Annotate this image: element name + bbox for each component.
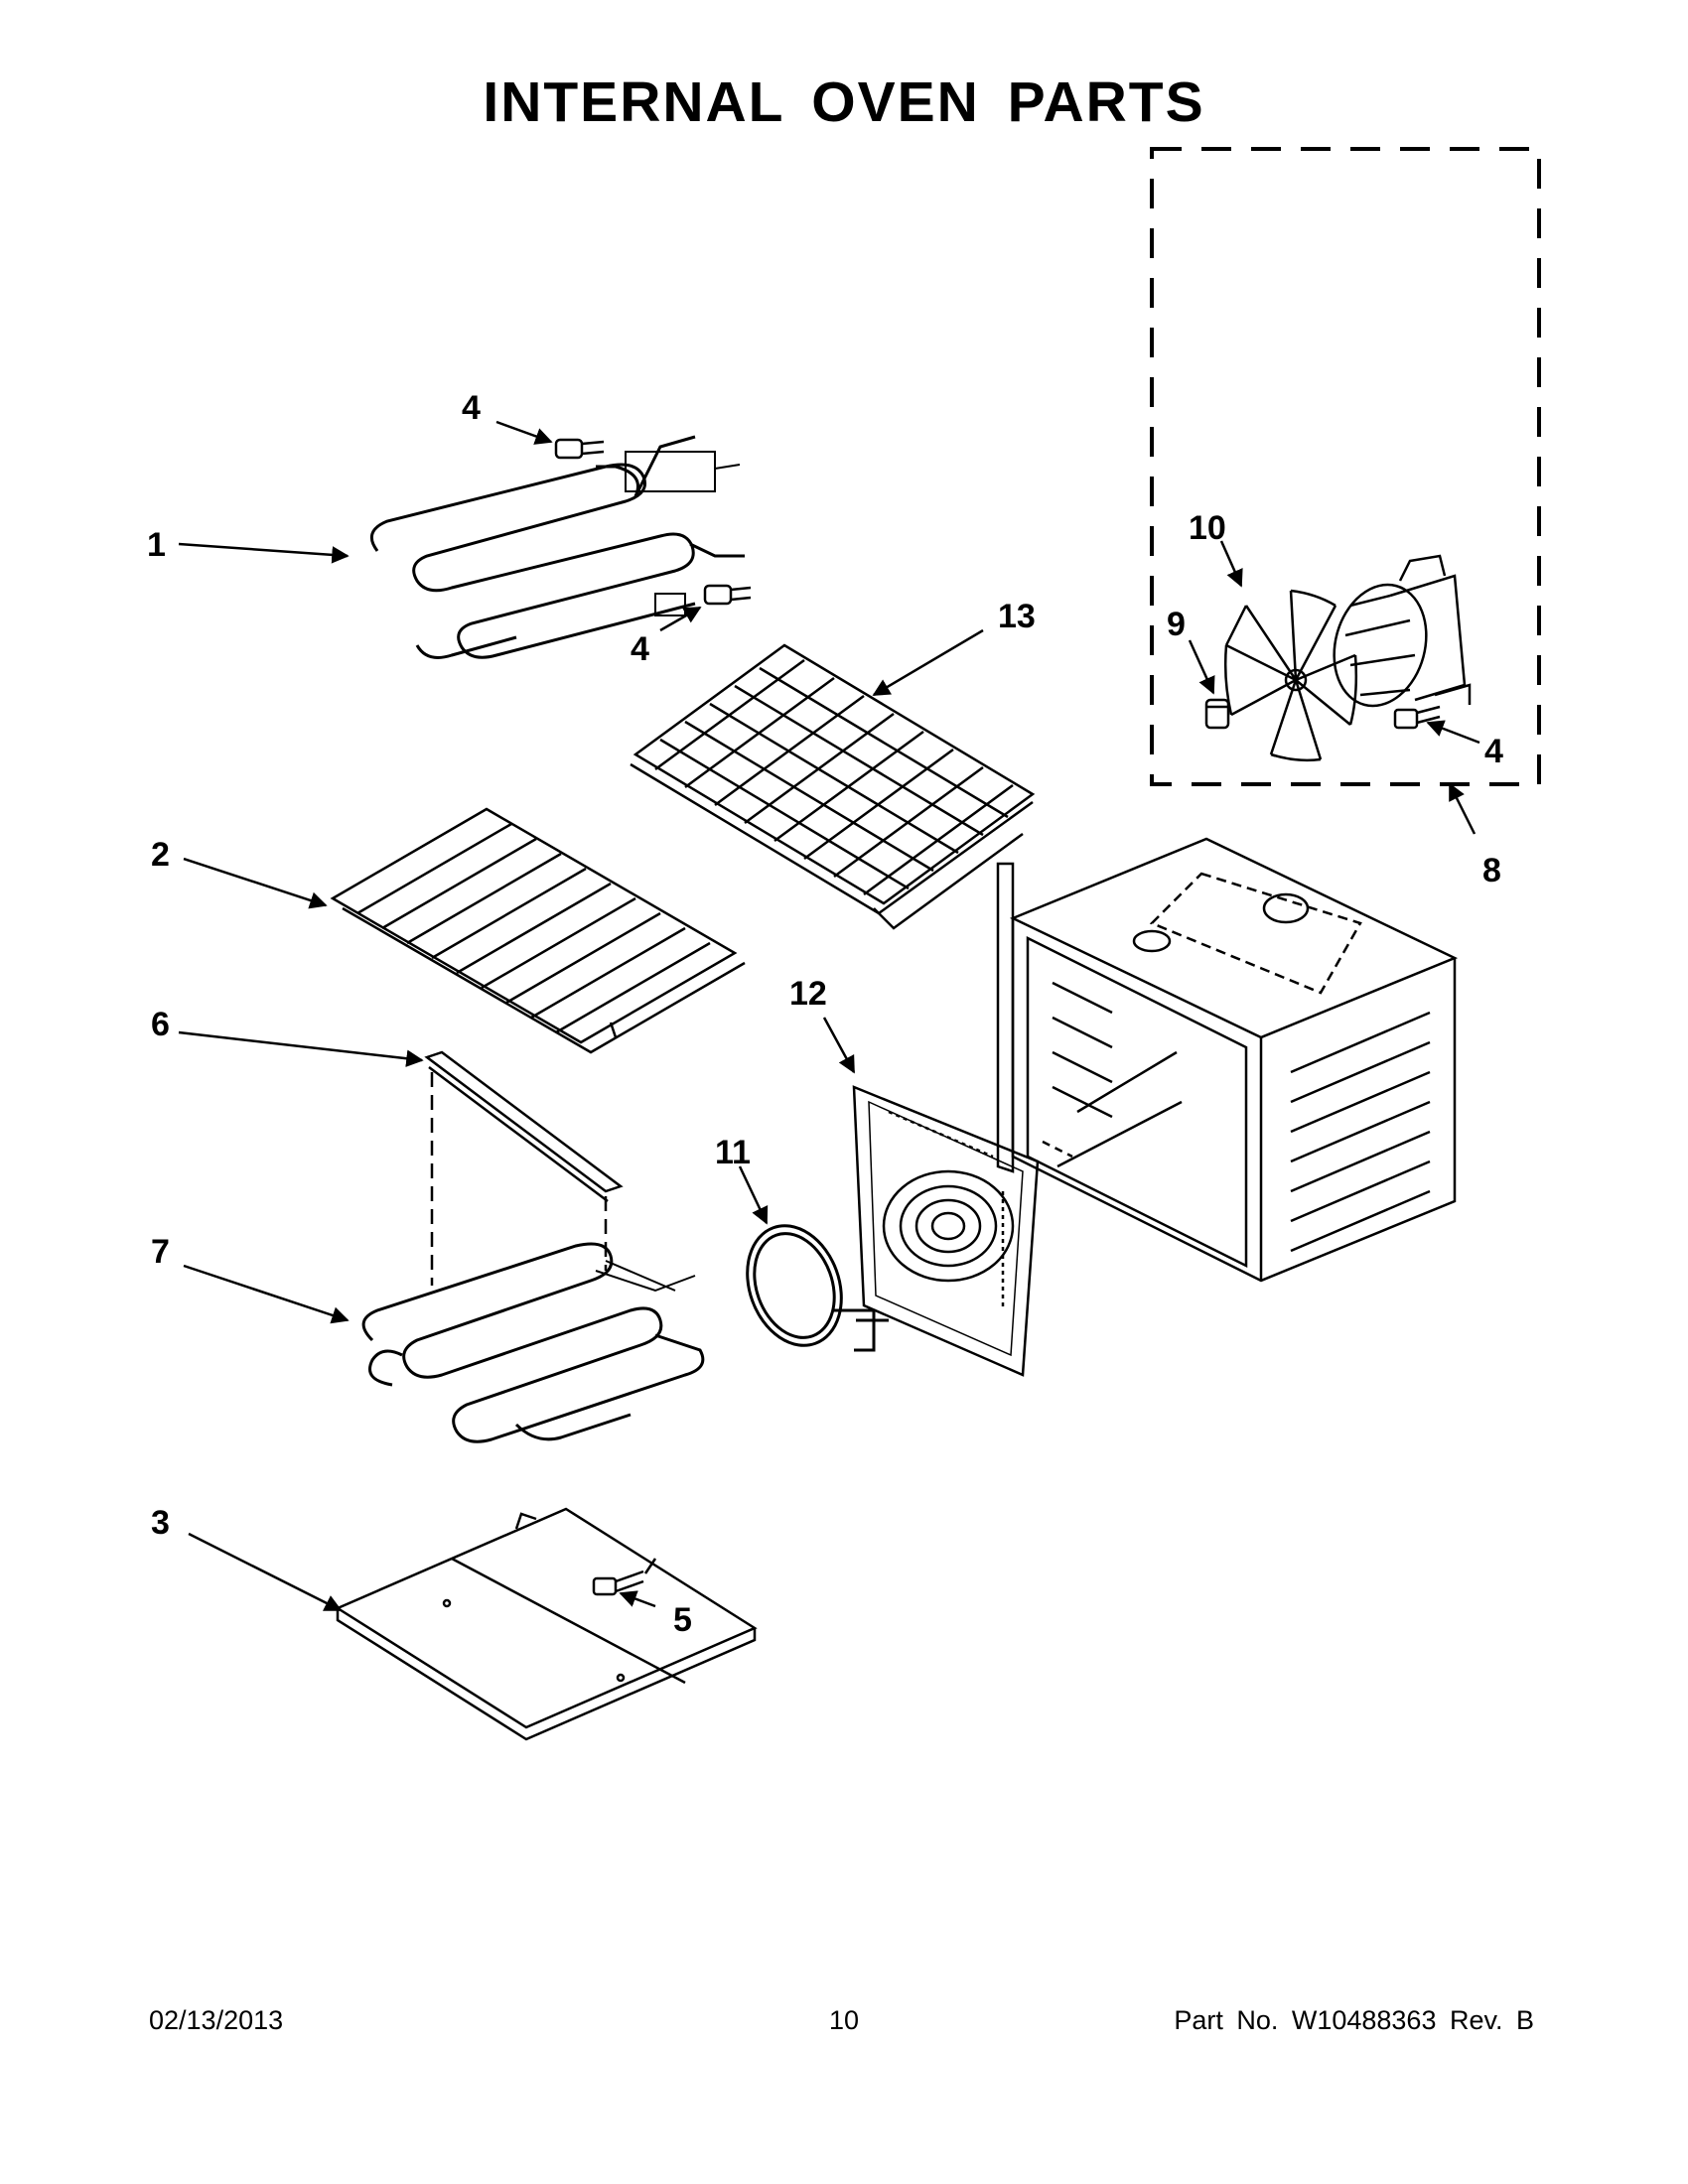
callout-10: 10 (1189, 509, 1226, 547)
slide-out-rack (630, 643, 1036, 930)
callout-4: 4 (462, 389, 481, 427)
bottom-cover-panel (335, 1507, 758, 1741)
callout-6: 6 (151, 1006, 170, 1043)
footer-part-number: Part No. W10488363 Rev. B (1174, 2005, 1534, 2035)
convection-fan-cover (852, 1085, 1040, 1377)
page-title: INTERNAL OVEN PARTS (483, 70, 1205, 134)
bottom-panel-screw (592, 1570, 644, 1596)
callout-8: 8 (1482, 852, 1501, 889)
callout-5: 5 (673, 1601, 692, 1639)
fan-blade (1223, 589, 1358, 762)
mounting-screw (554, 438, 752, 606)
fan-nut (1204, 698, 1230, 730)
callout-13: 13 (998, 598, 1036, 635)
callout-2: 2 (151, 836, 170, 874)
fan-motor (1333, 554, 1472, 708)
footer-date: 02/13/2013 (149, 2005, 284, 2035)
fan-screw (1393, 705, 1441, 730)
convection-element (746, 1224, 889, 1352)
callout-7: 7 (151, 1233, 170, 1271)
vent-baffle (424, 1050, 624, 1286)
fan-motor-kit (1150, 147, 1541, 786)
callout-3: 3 (151, 1504, 170, 1542)
oven-rack (330, 807, 746, 1054)
leader-arrows (178, 420, 1480, 1612)
bake-element (361, 1242, 705, 1443)
callout-4: 4 (1484, 733, 1503, 770)
callout-1: 1 (147, 526, 166, 564)
callout-9: 9 (1167, 606, 1186, 643)
callout-4: 4 (631, 630, 649, 668)
callout-12: 12 (789, 975, 827, 1013)
oven-cavity (996, 837, 1459, 1283)
broil-element (369, 435, 745, 659)
footer-page-number: 10 (828, 2005, 860, 2035)
callout-11: 11 (715, 1134, 751, 1171)
